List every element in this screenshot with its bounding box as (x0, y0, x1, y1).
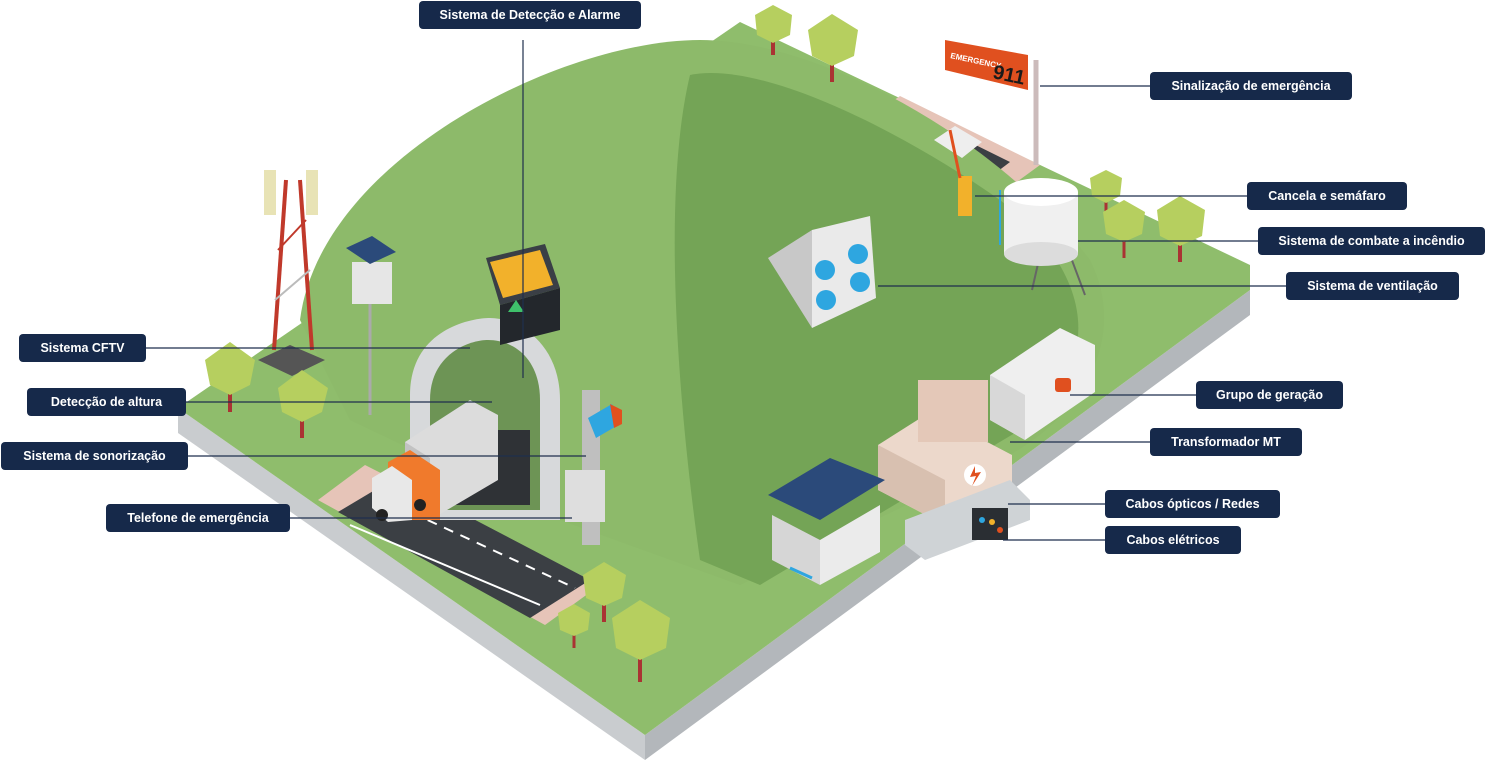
tree (1157, 196, 1205, 262)
car-and-barrier (934, 126, 982, 216)
callout-cabos-eletricos[interactable]: Cabos elétricos (1105, 526, 1241, 554)
callout-sinalizacao-emergencia[interactable]: Sinalização de emergência (1150, 72, 1352, 100)
callout-deteccao-altura[interactable]: Detecção de altura (27, 388, 186, 416)
tree (278, 370, 328, 438)
tree (558, 604, 590, 648)
callout-combate-incendio[interactable]: Sistema de combate a incêndio (1258, 227, 1485, 255)
water-tank (999, 178, 1086, 296)
truck (372, 400, 498, 522)
emergency-phone-pole (565, 390, 622, 545)
telecom-tower (258, 170, 325, 376)
solar-pole (346, 236, 396, 415)
tree (205, 342, 255, 412)
cable-trench (905, 480, 1030, 560)
callout-telefone-emergencia[interactable]: Telefone de emergência (106, 504, 290, 532)
callout-deteccao-alarme[interactable]: Sistema de Detecção e Alarme (419, 1, 641, 29)
tree (1103, 200, 1145, 258)
callout-grupo-geracao[interactable]: Grupo de geração (1196, 381, 1343, 409)
solar-shelter (768, 458, 885, 585)
callout-transformador-mt[interactable]: Transformador MT (1150, 428, 1302, 456)
callout-cabos-opticos[interactable]: Cabos ópticos / Redes (1105, 490, 1280, 518)
tree (808, 14, 858, 82)
trees (205, 5, 1205, 682)
ventilation-unit (768, 216, 876, 328)
tree (755, 5, 792, 55)
tree (612, 600, 670, 682)
callout-sonorizacao[interactable]: Sistema de sonorização (1, 442, 188, 470)
callout-ventilacao[interactable]: Sistema de ventilação (1286, 272, 1459, 300)
callout-cancela-semaforo[interactable]: Cancela e semáfaro (1247, 182, 1407, 210)
tree (583, 562, 626, 622)
emergency-911-sign: EMERGENCY 911 (945, 40, 1039, 165)
leader-lines (146, 40, 1286, 541)
generator-group (990, 328, 1095, 440)
callout-cftv[interactable]: Sistema CFTV (19, 334, 146, 362)
